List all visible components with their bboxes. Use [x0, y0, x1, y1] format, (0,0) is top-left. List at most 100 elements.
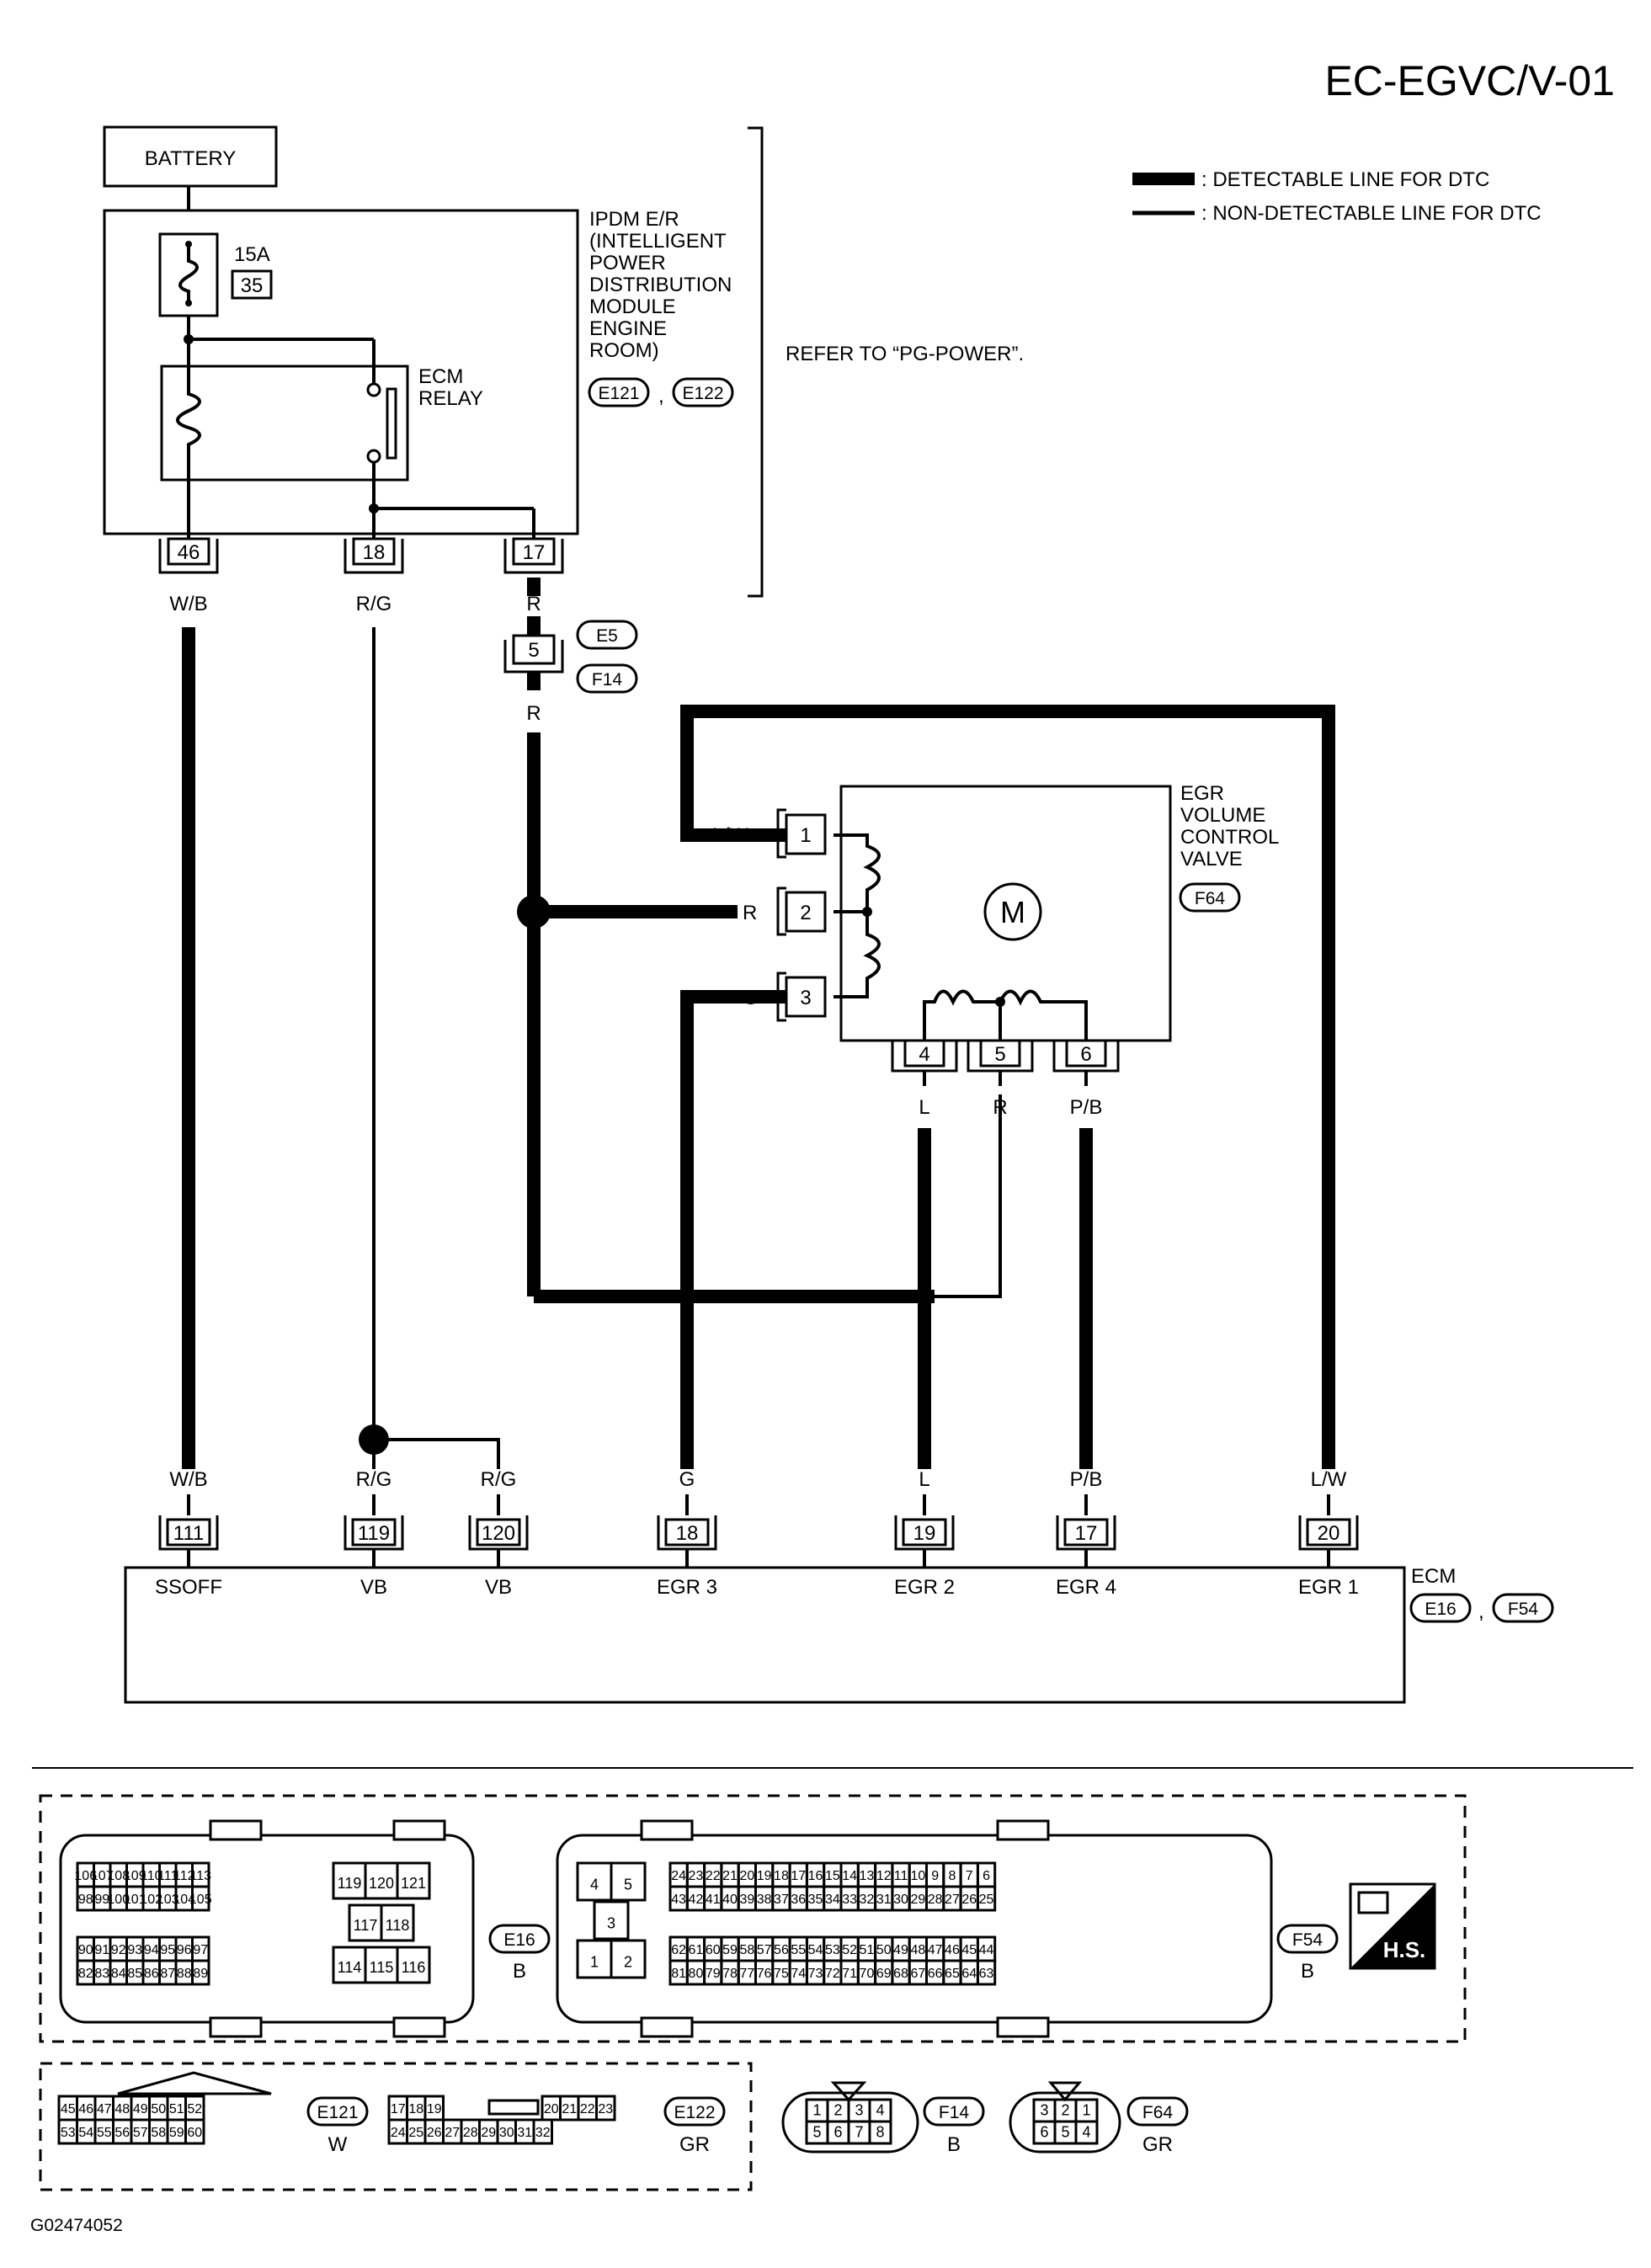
ipdm-label: IPDM E/R (INTELLIGENT POWER DISTRIBUTION… [589, 208, 732, 362]
svg-text:27: 27 [445, 2126, 460, 2140]
svg-text:37: 37 [774, 1893, 789, 1907]
f64-pin: 1 [1074, 2098, 1099, 2123]
e16-pin: 85 [125, 1959, 145, 1986]
ecm-box [124, 1566, 1406, 1704]
svg-text:34: 34 [825, 1893, 840, 1907]
e16-pin: 105 [189, 1885, 212, 1912]
svg-text:39: 39 [739, 1893, 754, 1907]
valve-pin-4: 4 [891, 1039, 958, 1073]
f54-pin: 46 [942, 1935, 962, 1962]
svg-text:18: 18 [408, 2102, 423, 2116]
joint-terminal-box [512, 634, 556, 665]
valve-pin-1: 1 [776, 808, 827, 859]
e16-pin: 113 [189, 1861, 211, 1888]
e122-pin: 28 [460, 2118, 481, 2145]
e16-pin: 90 [76, 1935, 95, 1962]
svg-text:73: 73 [808, 1967, 823, 1981]
svg-text:83: 83 [94, 1967, 109, 1981]
wire-color-rg: R/G [356, 593, 392, 615]
svg-text:101: 101 [124, 1893, 146, 1907]
svg-text:54: 54 [808, 1943, 823, 1957]
svg-text:46: 46 [945, 1943, 960, 1957]
e122-pin: 29 [478, 2118, 499, 2145]
e16-pin: 119 [332, 1861, 367, 1900]
svg-text:49: 49 [893, 1943, 908, 1957]
svg-text:95: 95 [160, 1943, 175, 1957]
legend-detectable-swatch [1132, 173, 1195, 185]
e121-pin: 49 [130, 2095, 151, 2122]
svg-text:17: 17 [391, 2102, 406, 2116]
ecm-label: ECM [1411, 1565, 1456, 1588]
motor-label: M [1000, 895, 1025, 929]
f54-pin: 16 [805, 1861, 826, 1888]
wire-rg-branch [374, 1438, 500, 1469]
e122-pin: 20 [541, 2095, 562, 2122]
svg-text:58: 58 [739, 1943, 754, 1957]
wire-r-valve-5 [935, 1094, 1002, 1298]
svg-text:6: 6 [1040, 2124, 1048, 2141]
svg-text:52: 52 [187, 2102, 202, 2116]
svg-text:119: 119 [358, 1522, 390, 1545]
f14-pin: 6 [826, 2120, 850, 2145]
ipdm-label-line: MODULE [589, 295, 676, 318]
ipdm-bracket [748, 126, 764, 598]
svg-text:38: 38 [757, 1893, 772, 1907]
e121-pin: 60 [184, 2118, 205, 2145]
f54-pin: 41 [703, 1885, 723, 1912]
ipdm-label-line: ENGINE [589, 317, 667, 340]
legend-detectable-label: : DETECTABLE LINE FOR DTC [1201, 168, 1489, 191]
f54-pin: 68 [891, 1959, 911, 1986]
e121-pin: 47 [93, 2095, 115, 2122]
svg-text:48: 48 [910, 1943, 925, 1957]
svg-text:R/G: R/G [356, 1468, 392, 1491]
f54-pin: 28 [925, 1885, 945, 1912]
svg-text:2: 2 [833, 2102, 842, 2119]
e122-pin: 27 [442, 2118, 463, 2145]
svg-text:118: 118 [386, 1917, 410, 1934]
e16-pin: 92 [109, 1935, 128, 1962]
svg-text:33: 33 [842, 1893, 857, 1907]
ecm-relay-label-1: ECM [418, 365, 463, 388]
svg-text:VB: VB [485, 1576, 512, 1599]
f54-pin: 44 [976, 1935, 997, 1962]
ipdm-label-line: IPDM E/R [589, 208, 679, 231]
e121-pin: 57 [130, 2118, 151, 2145]
f54-pin: 9 [925, 1861, 945, 1888]
f54-pin: 29 [908, 1885, 928, 1912]
svg-text:2: 2 [800, 902, 811, 924]
svg-text:44: 44 [979, 1943, 994, 1957]
svg-text:45: 45 [961, 1943, 977, 1957]
e122-pin: 25 [406, 2118, 427, 2145]
svg-text:23: 23 [689, 1869, 704, 1883]
f54-pin: 63 [976, 1959, 997, 1986]
connector-icon [1357, 1891, 1389, 1914]
f54-pin: 35 [805, 1885, 826, 1912]
svg-text:58: 58 [151, 2126, 166, 2140]
svg-text:27: 27 [945, 1893, 960, 1907]
e122-pin: 21 [559, 2095, 580, 2122]
f54-pin: 79 [703, 1959, 723, 1986]
e121-pin: 59 [166, 2118, 187, 2145]
ipdm-box [103, 209, 579, 535]
svg-text:28: 28 [928, 1893, 943, 1907]
f54-pin: 73 [805, 1959, 826, 1986]
svg-text:46: 46 [78, 2102, 93, 2116]
svg-text:2: 2 [1061, 2102, 1069, 2119]
svg-text:108: 108 [107, 1869, 130, 1883]
e121-pin: 50 [148, 2095, 169, 2122]
e16-pin: 91 [93, 1935, 112, 1962]
e16-pin: 88 [174, 1959, 194, 1986]
svg-text:79: 79 [706, 1967, 721, 1981]
f14-pin: 7 [847, 2120, 871, 2145]
fuse-number-box [231, 269, 273, 300]
svg-text:69: 69 [876, 1967, 892, 1981]
svg-text:52: 52 [842, 1943, 857, 1957]
refer-note: REFER TO “PG-POWER”. [786, 343, 1024, 365]
valve-coil-left [833, 833, 881, 913]
svg-text:L: L [919, 1468, 929, 1491]
svg-text:74: 74 [791, 1967, 806, 1981]
